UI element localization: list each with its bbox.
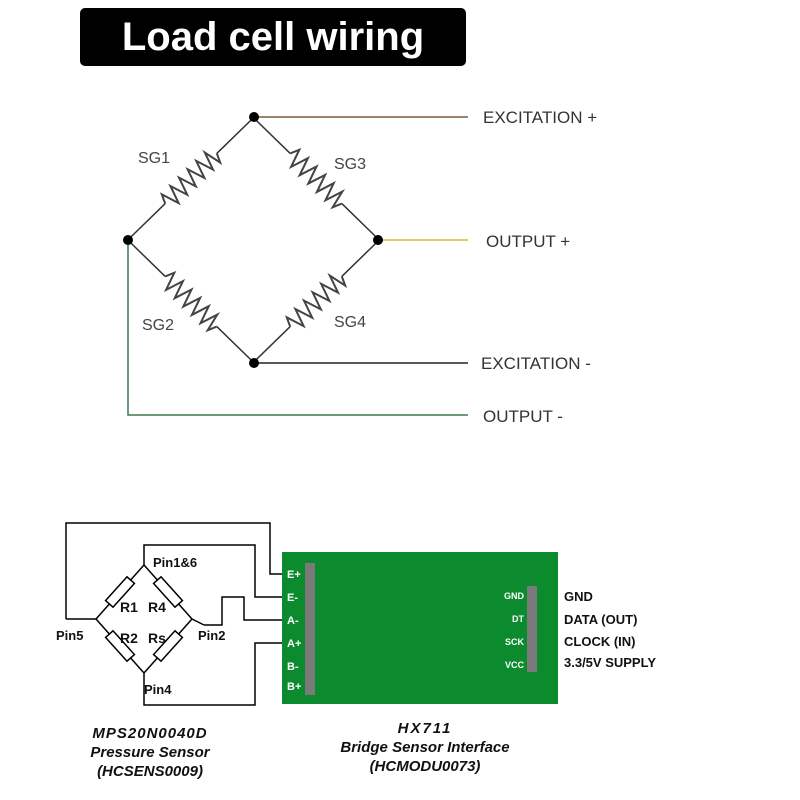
wire-a-minus [204,596,305,626]
hx711-left-header [305,563,315,695]
pin-a-plus: A+ [287,638,301,650]
node-right [373,235,383,245]
label-r2: R2 [120,630,138,646]
node-left [123,235,133,245]
wire-e-minus [143,544,305,598]
label-clock-in: CLOCK (IN) [564,634,636,649]
resistor-r1 [104,575,136,609]
pin-dt: DT [512,614,524,624]
label-sg1: SG1 [138,150,170,167]
label-pin5: Pin5 [56,628,83,643]
node-top [249,112,259,122]
label-data-out: DATA (OUT) [564,612,637,627]
zigzag [159,149,223,206]
label-excitation-minus: EXCITATION - [481,354,591,373]
label-gnd: GND [564,589,593,604]
title-banner: Load cell wiring [80,8,466,66]
label-excitation-plus: EXCITATION + [483,108,597,127]
hx711-caption-1: HX711 [398,720,453,737]
label-output-minus: OUTPUT - [483,407,563,426]
label-r1: R1 [120,599,138,615]
gauge-sg3 [252,116,380,241]
wire-output-minus [127,240,468,416]
pin-sck: SCK [505,637,525,647]
label-supply: 3.3/5V SUPPLY [564,655,656,670]
gauge-sg4 [252,239,380,364]
label-pin2: Pin2 [198,628,225,643]
sensor-caption-2: Pressure Sensor [90,744,210,761]
hx711-caption-3: (HCMODU0073) [370,758,481,775]
resistor-r4 [152,575,184,609]
gauge-sg2 [127,239,255,364]
pin-e-plus: E+ [287,569,301,581]
label-sg2: SG2 [142,317,174,334]
wire-e-plus [65,522,305,619]
label-pin1-6: Pin1&6 [153,555,197,570]
label-output-plus: OUTPUT + [486,232,570,251]
pin-e-minus: E- [287,592,298,604]
sensor-caption-1: MPS20N0040D [92,725,207,742]
wire-a-plus [143,642,305,706]
page-title: Load cell wiring [121,15,425,59]
sensor-caption-3: (HCSENS0009) [97,763,203,780]
pin-vcc: VCC [505,660,525,670]
resistor-rs [152,629,184,663]
hx711-caption-2: Bridge Sensor Interface [340,739,509,756]
pin-b-plus: B+ [287,681,301,693]
label-rs: Rs [148,630,166,646]
gauge-sg1 [127,116,255,241]
label-sg3: SG3 [334,156,366,173]
pin-b-minus: B- [287,661,299,673]
pin-a-minus: A- [287,615,299,627]
label-r4: R4 [148,599,166,615]
label-sg4: SG4 [334,314,366,331]
hx711-right-header [527,586,537,672]
pin-gnd: GND [504,591,525,601]
resistor-r2 [104,629,136,663]
hx711-board [282,552,558,704]
label-pin4: Pin4 [144,682,172,697]
node-bottom [249,358,259,368]
